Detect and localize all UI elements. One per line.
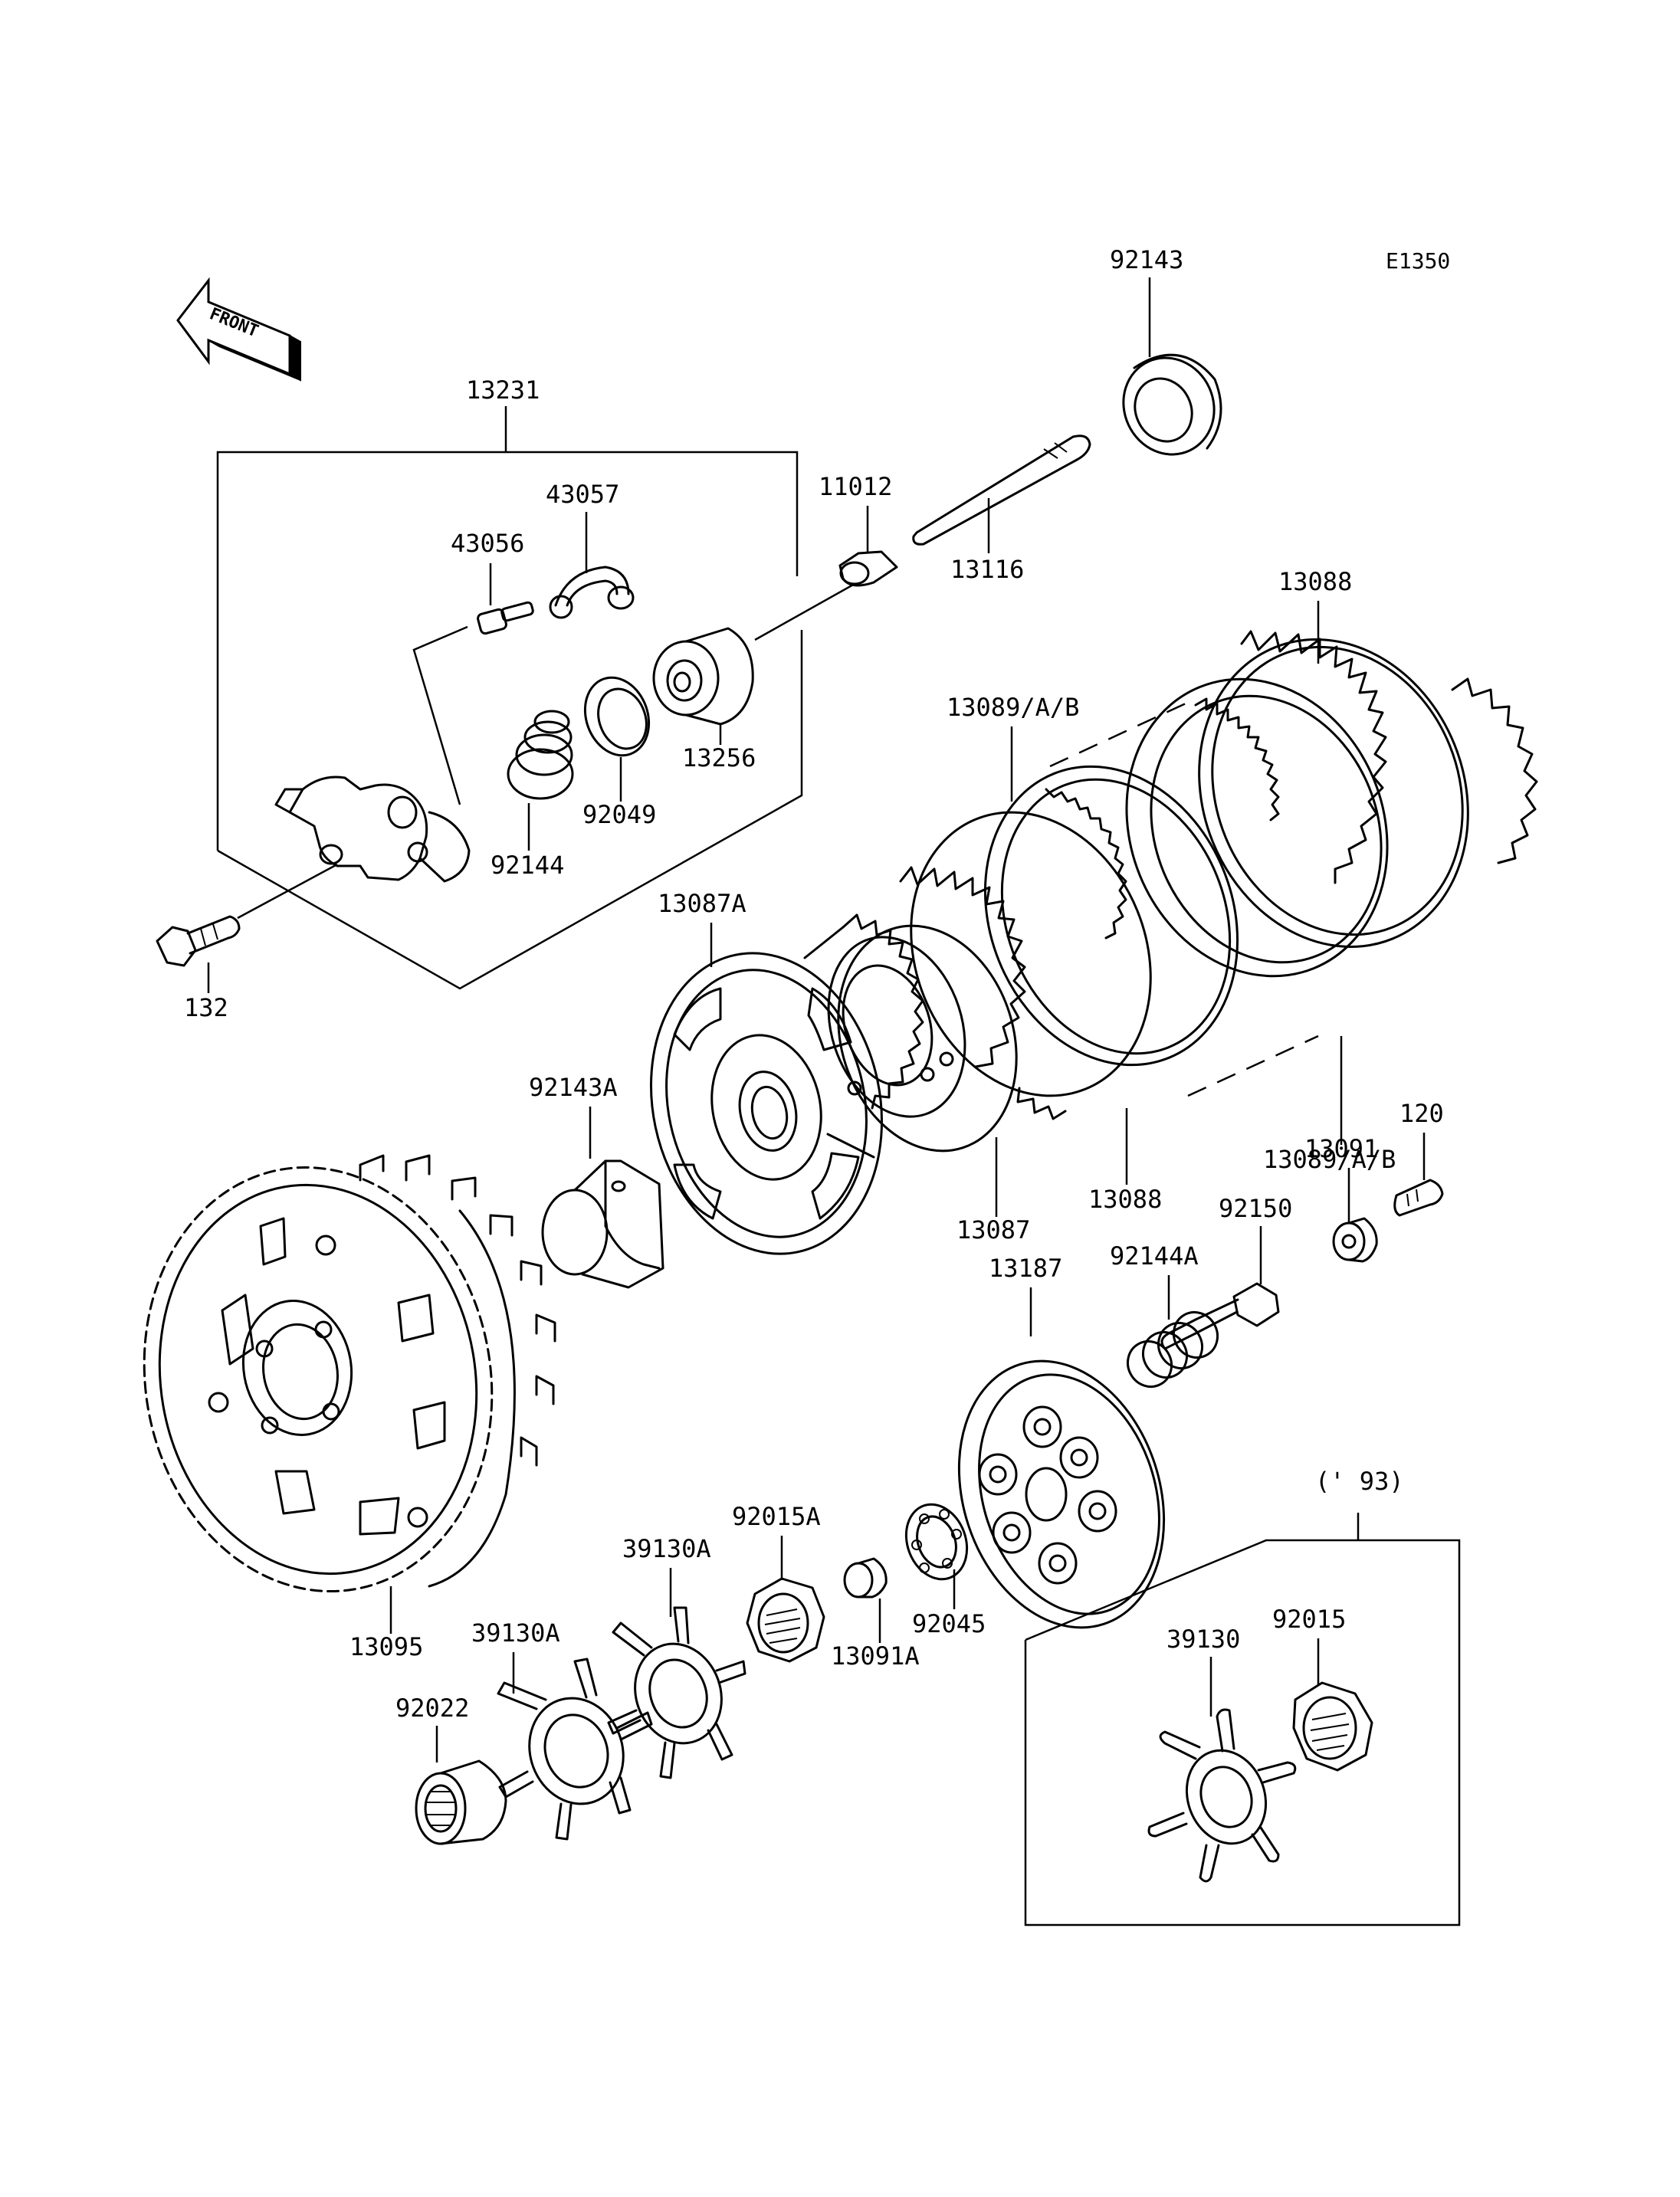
part-label-13095: 13095 (349, 1632, 423, 1661)
alignment-dashed-upper (1049, 697, 1196, 768)
part-label-120: 120 (1399, 1099, 1444, 1128)
friction-plate-top (1198, 630, 1538, 948)
part-label-13088-bot: 13088 (1088, 1185, 1162, 1214)
clutch-hub-nut-93 (1292, 1681, 1373, 1772)
clutch-sleeve (541, 1159, 664, 1289)
part-label-13091A: 13091A (831, 1641, 920, 1671)
part-label-13087A: 13087A (658, 889, 746, 918)
collar-13091 (1332, 1217, 1378, 1263)
leader-43056 (412, 625, 468, 805)
variant-93-box (1024, 1513, 1461, 1926)
part-label-43056: 43056 (451, 529, 524, 558)
part-label-13091: 13091 (1304, 1134, 1378, 1163)
alignment-dashed-lower (1187, 1035, 1319, 1097)
screw-120 (1393, 1179, 1444, 1217)
pushrod-bushing (838, 550, 898, 587)
friction-plate-mid (899, 811, 1152, 1120)
variant-note: (' 93) (1315, 1467, 1404, 1496)
pushrod (912, 434, 1091, 546)
steel-plate-top (1125, 677, 1389, 978)
part-label-92150: 92150 (1219, 1194, 1292, 1223)
part-label-13089-bot: 13089/A/B (1263, 1145, 1396, 1174)
pressure-plate (957, 1359, 1166, 1629)
release-cylinder (274, 776, 471, 883)
release-spring (507, 710, 574, 800)
clutch-hub (803, 913, 1018, 1159)
spring-bolt (1160, 1282, 1280, 1350)
part-label-13116: 13116 (950, 555, 1024, 584)
part-label-13231: 13231 (466, 375, 540, 405)
part-label-39130: 39130 (1166, 1625, 1240, 1654)
front-arrow-icon: FRONT (176, 277, 301, 382)
lock-washer-93 (1147, 1708, 1297, 1883)
part-label-92144A: 92144A (1110, 1241, 1199, 1271)
part-label-43057: 43057 (546, 480, 619, 509)
clutch-hub-nut-a (746, 1577, 825, 1663)
clutch-housing-gear (143, 1154, 556, 1593)
lock-washer-a-lower (497, 1658, 653, 1841)
part-label-39130A-bot: 39130A (471, 1618, 560, 1648)
part-label-13087: 13087 (956, 1215, 1030, 1244)
seal-ring (583, 676, 651, 757)
part-label-92144: 92144 (491, 851, 564, 880)
part-label-92022: 92022 (395, 1694, 469, 1723)
release-piston (652, 627, 754, 726)
part-label-132: 132 (184, 993, 228, 1022)
bleeder-valve (477, 601, 534, 635)
clutch-spring (1126, 1310, 1219, 1389)
part-label-13256: 13256 (682, 743, 756, 772)
oil-seal-top (1122, 353, 1222, 456)
part-label-13088-top: 13088 (1278, 567, 1352, 596)
clutch-boss-plate (649, 952, 884, 1255)
release-assembly-group-box (216, 406, 803, 990)
needle-bearing (415, 1759, 507, 1845)
collar (843, 1557, 888, 1599)
steel-plate-mid (983, 765, 1239, 1067)
part-label-39130A-top: 39130A (622, 1534, 711, 1563)
part-label-11012: 11012 (819, 472, 892, 501)
bolt-132 (156, 915, 241, 967)
part-label-92045: 92045 (912, 1609, 986, 1638)
part-label-92143A: 92143A (529, 1073, 618, 1102)
part-label-13187: 13187 (989, 1254, 1062, 1283)
lock-washer-a-upper (607, 1606, 746, 1779)
bleeder-cap (549, 566, 635, 619)
part-label-92015: 92015 (1272, 1605, 1346, 1634)
part-label-92049: 92049 (582, 800, 656, 829)
ball-bearing (904, 1503, 969, 1581)
part-label-92143: 92143 (1110, 245, 1183, 274)
part-label-92015A: 92015A (732, 1502, 821, 1531)
part-label-13089-top: 13089/A/B (947, 693, 1079, 722)
diagram-code: E1350 (1386, 248, 1450, 274)
